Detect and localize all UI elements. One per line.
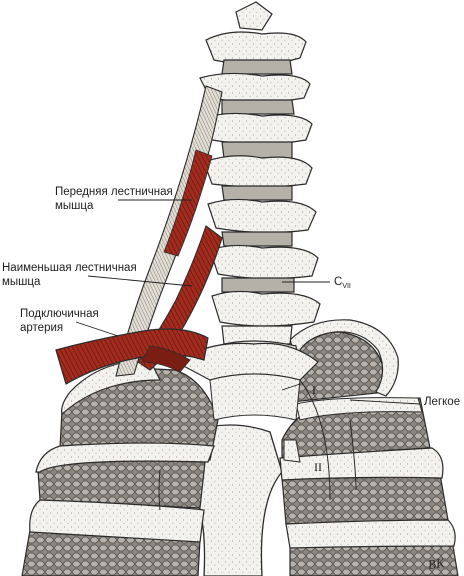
artist-signature: BK (426, 554, 446, 573)
left-rib-1 (61, 359, 161, 416)
c7-label-main: C (334, 276, 343, 288)
left-rib-3 (29, 499, 205, 543)
cervical-spine (199, 1, 321, 361)
right-rib-2 (279, 447, 444, 481)
c7-label: CVII (334, 276, 351, 293)
right-rib-1 (289, 319, 399, 397)
subclavian-artery-label-line2: артерия (20, 322, 64, 334)
rib-I-label: I (312, 383, 316, 397)
right-lung-lower (281, 473, 449, 525)
right-rib-inner-1 (295, 397, 423, 421)
rib-II-label: II (314, 460, 322, 474)
smallest-scalene-label-line2: мышца (2, 276, 41, 288)
lung-label: Легкое (424, 396, 461, 408)
left-rib-2 (35, 442, 215, 473)
anterior-scalene-label-line1: Передняя лестничная (55, 186, 173, 198)
subclavian-artery-label-line1: Подключичная (20, 308, 99, 320)
anterior-scalene-label-line2: мышца (55, 200, 94, 212)
right-rib-inner-2 (283, 439, 301, 463)
smallest-scalene-label-line1: Наименьшая лестничная (2, 262, 137, 274)
c7-label-subscript: VII (342, 283, 351, 290)
right-rib-3 (285, 519, 456, 549)
